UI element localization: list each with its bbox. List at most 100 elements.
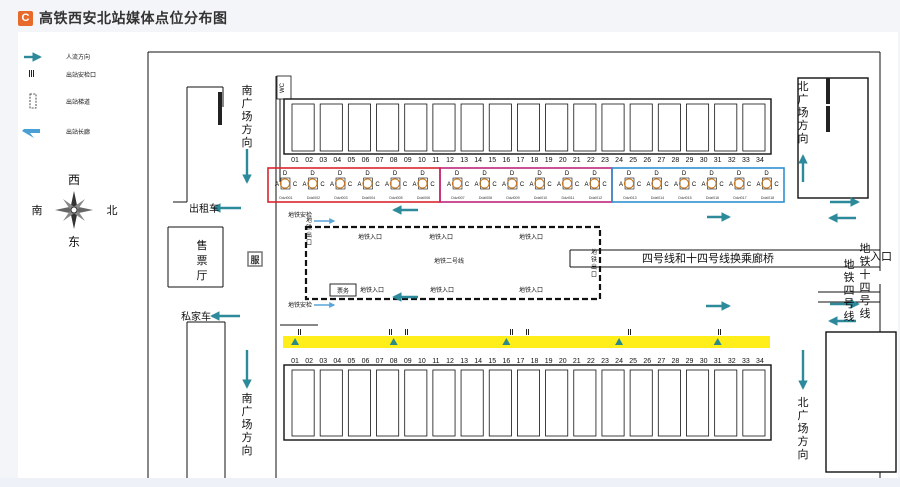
station-map: 人流方向出站安检口出站梯道出站长廊西南北东服售票厅WC0101020203030… bbox=[22, 51, 897, 478]
media-letter: A bbox=[619, 182, 623, 188]
media-letter: A bbox=[756, 182, 760, 188]
exit-gate-icon bbox=[407, 329, 408, 335]
media-letter: A bbox=[447, 182, 451, 188]
platform-number: 27 bbox=[657, 157, 665, 164]
legend-label: 出站长廊 bbox=[66, 128, 90, 136]
platform-number: 04 bbox=[333, 358, 341, 365]
south-square-label-char: 广 bbox=[242, 97, 253, 110]
entrance-label: 入口 bbox=[870, 251, 892, 263]
track-pair bbox=[291, 103, 315, 152]
media-ring bbox=[279, 178, 291, 189]
platform-number: 02 bbox=[305, 358, 313, 365]
metro-exit-right-label-char: 铁 bbox=[591, 256, 597, 264]
platform-number: 28 bbox=[672, 358, 680, 365]
track-pair bbox=[376, 369, 400, 437]
track-pair bbox=[517, 103, 540, 152]
line14-label-char: 十 bbox=[860, 267, 871, 281]
track-pair bbox=[517, 369, 540, 437]
media-letter: D bbox=[764, 171, 769, 177]
exit-corridor-icon bbox=[22, 129, 40, 138]
ticket-hall-label-char: 厅 bbox=[197, 270, 208, 282]
media-letter: A bbox=[412, 182, 416, 188]
platform-number: 05 bbox=[347, 358, 355, 365]
track-pair bbox=[432, 369, 456, 437]
platform-number: 34 bbox=[756, 358, 764, 365]
transfer-corridor-label: 四号线和十四号线换乘廊桥 bbox=[642, 251, 774, 265]
line4-label-char: 地 bbox=[844, 258, 855, 271]
media-letter: A bbox=[385, 182, 389, 188]
platform-number: 29 bbox=[686, 157, 694, 164]
track-pair bbox=[460, 103, 484, 152]
media-ring bbox=[561, 178, 573, 189]
platform-number: 12 bbox=[446, 358, 454, 365]
media-letter: A bbox=[584, 182, 588, 188]
media-letter: C bbox=[430, 182, 435, 188]
media-ring bbox=[389, 178, 401, 189]
track-pair bbox=[545, 103, 569, 152]
track-pair bbox=[657, 369, 681, 437]
exit-gate-icon bbox=[33, 70, 34, 77]
south-square-label-char: 方 bbox=[242, 122, 253, 136]
media-code: Ddzl014 bbox=[651, 196, 664, 200]
platform-number: 03 bbox=[319, 358, 327, 365]
media-code: Ddzl012 bbox=[589, 196, 602, 200]
media-letter: D bbox=[510, 171, 515, 177]
track-pair bbox=[460, 369, 484, 437]
media-letter: C bbox=[547, 182, 552, 188]
north-square-label-char: 北 bbox=[798, 396, 809, 409]
media-ring bbox=[534, 178, 545, 189]
media-letter: A bbox=[557, 182, 561, 188]
media-code: Ddzl016 bbox=[706, 196, 719, 200]
platform-number: 15 bbox=[488, 157, 496, 164]
platform-number: 31 bbox=[714, 358, 722, 365]
platform-number: 13 bbox=[460, 358, 468, 365]
media-ring bbox=[623, 178, 635, 189]
pillar bbox=[826, 106, 830, 132]
track-pair bbox=[319, 369, 343, 437]
media-letter: A bbox=[474, 182, 478, 188]
media-letter: A bbox=[357, 182, 361, 188]
track-pair bbox=[629, 369, 653, 437]
media-ring bbox=[362, 178, 373, 189]
exit-passage-triangle bbox=[615, 338, 624, 345]
platform-number: 06 bbox=[362, 358, 370, 365]
platform-number: 03 bbox=[319, 157, 327, 164]
media-letter: D bbox=[654, 171, 659, 177]
media-point: DA C Ddzl012 bbox=[584, 171, 607, 200]
platform-number: 07 bbox=[376, 358, 384, 365]
platform-number: 32 bbox=[728, 358, 736, 365]
pillar bbox=[218, 92, 222, 110]
platform-number: 31 bbox=[714, 157, 722, 164]
platform-number: 01 bbox=[291, 157, 299, 164]
media-letter: C bbox=[320, 182, 325, 188]
media-letter: D bbox=[420, 171, 425, 177]
exit-gate-icon bbox=[389, 329, 390, 335]
ticket-service-label: 票务 bbox=[337, 287, 349, 295]
platform-number: 18 bbox=[531, 157, 539, 164]
metro-entrance-label: 地铁入口 bbox=[429, 233, 453, 241]
south-square-label-char: 向 bbox=[242, 443, 253, 457]
exit-gate-icon bbox=[31, 70, 32, 77]
platform-number: 07 bbox=[376, 157, 384, 164]
platform-number: 18 bbox=[531, 358, 539, 365]
media-letter: C bbox=[602, 182, 607, 188]
exit-passage-icon bbox=[29, 93, 37, 109]
media-group-frame-blue bbox=[611, 167, 785, 203]
platform-number: 09 bbox=[404, 157, 412, 164]
line4-label-char: 铁 bbox=[844, 271, 855, 284]
line14-label-char: 四 bbox=[860, 282, 871, 294]
media-letter: D bbox=[592, 171, 597, 177]
service-icon bbox=[247, 251, 263, 267]
south-square-label-char: 南 bbox=[242, 392, 253, 405]
north-square-label-char: 向 bbox=[798, 131, 809, 145]
line14-label-char: 地 bbox=[860, 242, 871, 255]
